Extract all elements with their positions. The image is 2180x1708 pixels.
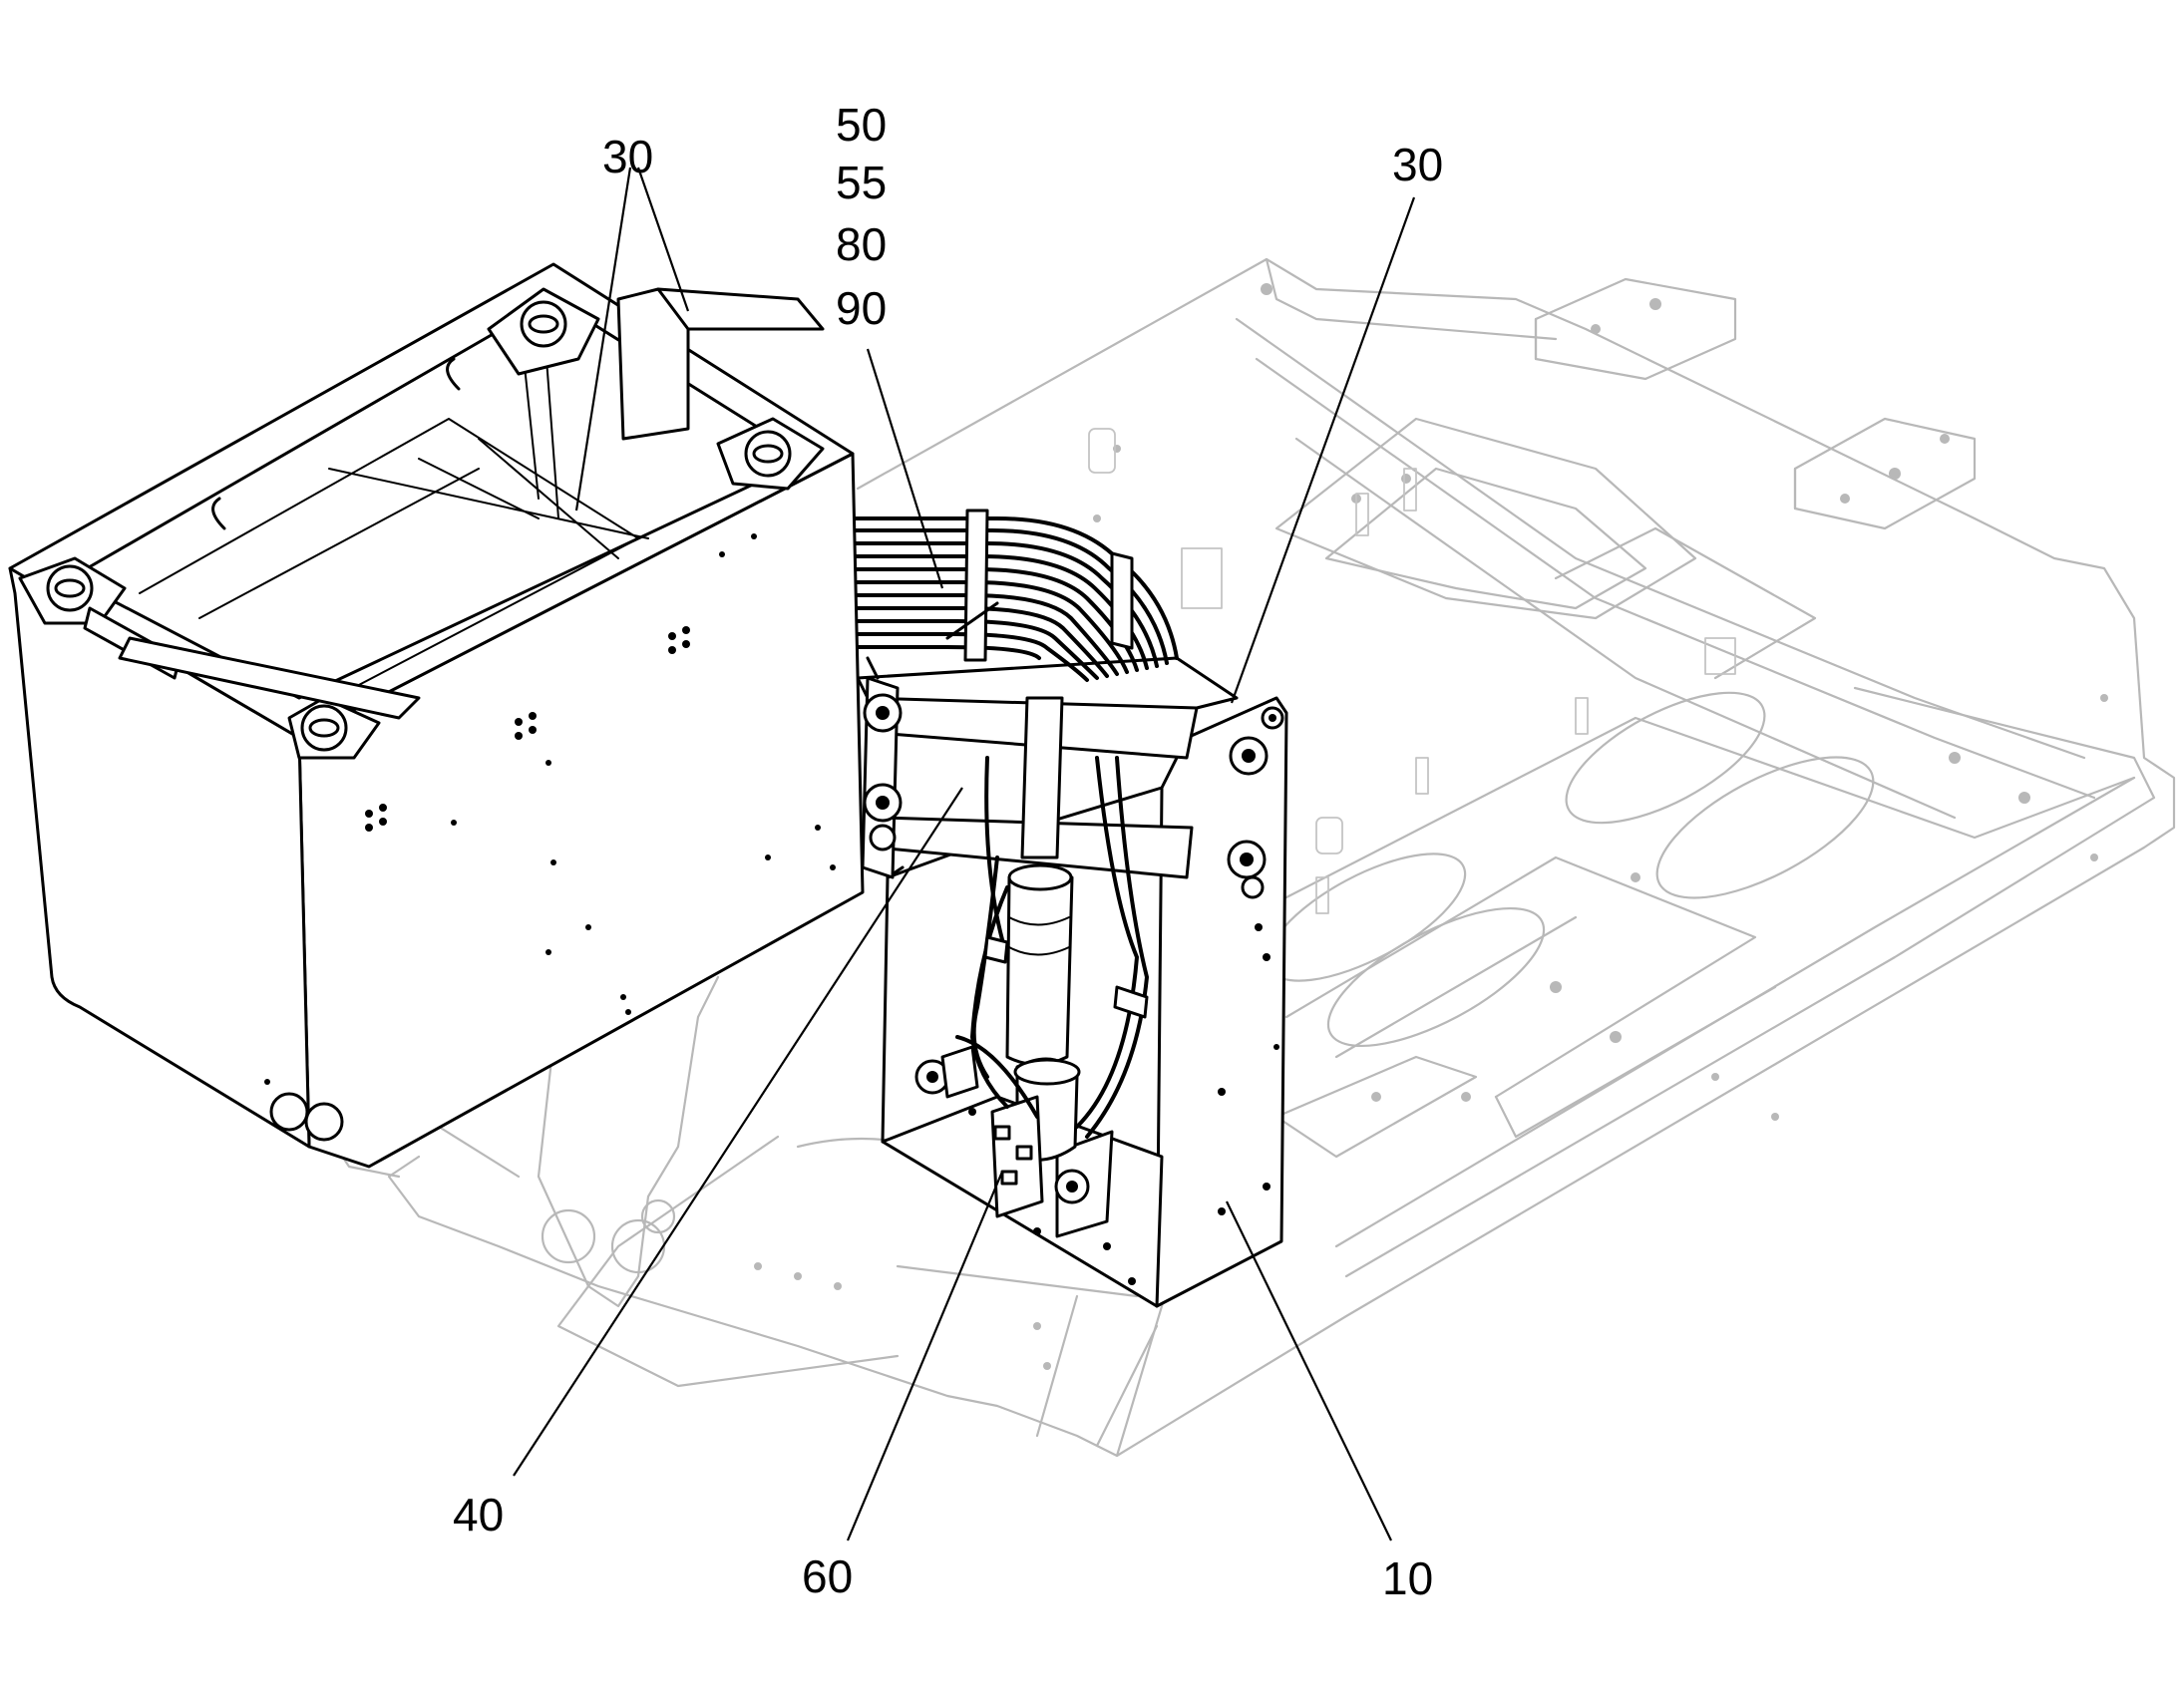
leader-lines [513, 167, 1416, 1541]
leader-10 [1226, 1200, 1392, 1541]
ghost-undercarriage-frame [327, 257, 2176, 1458]
leader-30-left-a [574, 167, 632, 512]
callout-50: 50 [836, 99, 888, 151]
hose-bundle-50-55-80-90 [851, 509, 1179, 682]
callout-40: 40 [453, 1489, 505, 1540]
leader-30-left-b [636, 167, 690, 312]
leader-90 [866, 348, 944, 589]
callout-80: 80 [836, 218, 888, 270]
cover-box-holes [365, 533, 836, 1015]
callout-90: 90 [836, 282, 888, 334]
leader-40 [513, 787, 963, 1477]
callout-60: 60 [802, 1550, 854, 1602]
callout-30-right: 30 [1392, 139, 1444, 190]
callout-30-left: 30 [602, 131, 654, 182]
item-30-cover-box [8, 262, 865, 1169]
leader-30-right [1230, 196, 1416, 704]
item-10-mounting-bracket [856, 656, 1288, 1308]
callout-10: 10 [1382, 1552, 1434, 1604]
ghost-slot-tabs [1088, 428, 1736, 914]
callout-55: 55 [836, 157, 888, 208]
item-60-hydraulic-unit [914, 696, 1150, 1218]
leader-60 [846, 1171, 1004, 1541]
